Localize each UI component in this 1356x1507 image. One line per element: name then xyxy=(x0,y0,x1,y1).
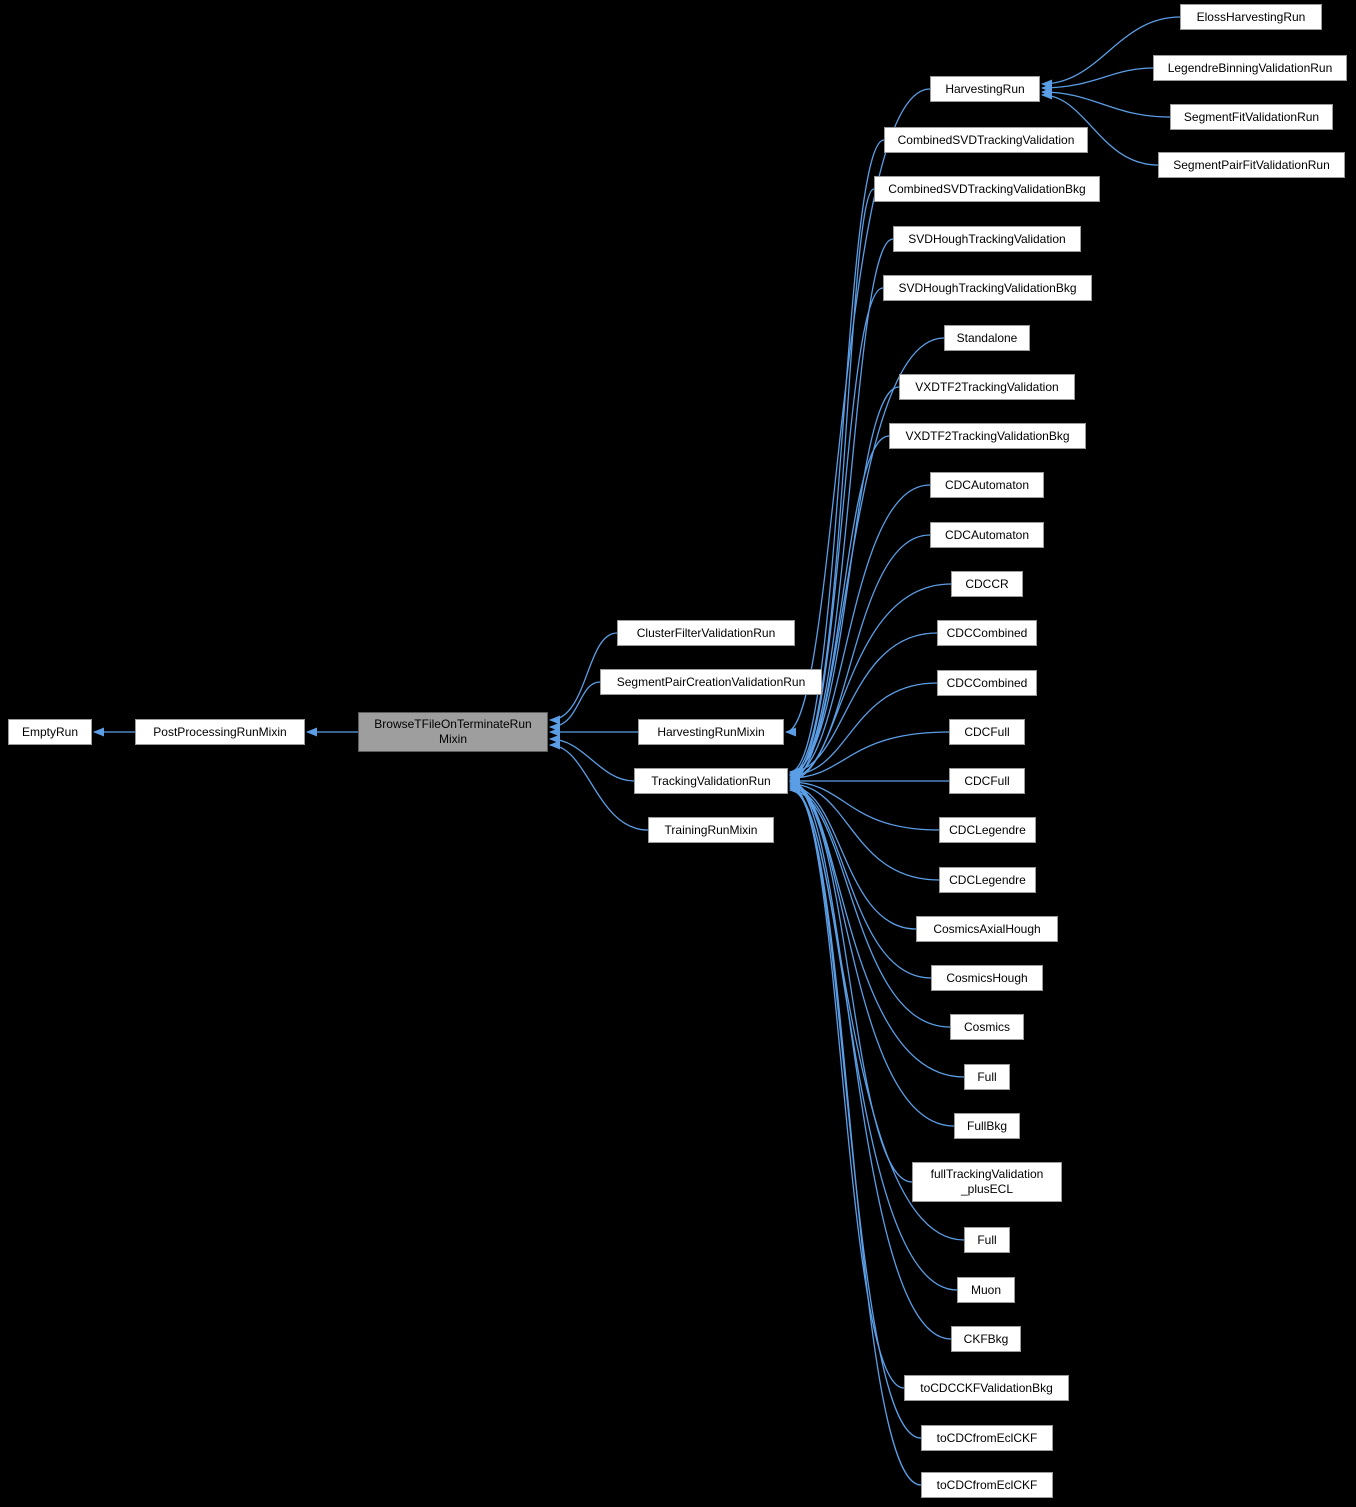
node-emptyrun[interactable]: EmptyRun xyxy=(8,719,92,745)
node-vxdtf2trackingvalidationbkg[interactable]: VXDTF2TrackingValidationBkg xyxy=(889,423,1086,449)
node-clusterfiltervalidationrun[interactable]: ClusterFilterValidationRun xyxy=(617,620,795,646)
node-muon[interactable]: Muon xyxy=(957,1277,1015,1303)
node-cdccombined-1[interactable]: CDCCombined xyxy=(937,620,1037,646)
node-tocdcfromeclckf-1[interactable]: toCDCfromEclCKF xyxy=(921,1425,1053,1451)
node-label: fullTrackingValidation_plusECL xyxy=(930,1167,1044,1196)
node-cdcautomaton-2[interactable]: CDCAutomaton xyxy=(930,522,1044,548)
node-cdcautomaton-1[interactable]: CDCAutomaton xyxy=(930,472,1044,498)
node-trainingrunmixin[interactable]: TrainingRunMixin xyxy=(648,817,774,843)
node-tocdcfromeclckf-2[interactable]: toCDCfromEclCKF xyxy=(921,1472,1053,1498)
node-combinedsvdtrackingvalidationbkg[interactable]: CombinedSVDTrackingValidationBkg xyxy=(874,176,1100,202)
node-harvestingrunmixin[interactable]: HarvestingRunMixin xyxy=(638,719,784,745)
node-cdcfull-2[interactable]: CDCFull xyxy=(949,768,1025,794)
node-cdccombined-2[interactable]: CDCCombined xyxy=(937,670,1037,696)
node-vxdtf2trackingvalidation[interactable]: VXDTF2TrackingValidation xyxy=(899,374,1075,400)
node-cdccr[interactable]: CDCCR xyxy=(951,571,1023,597)
node-svdhoughtrackingvalidationbkg[interactable]: SVDHoughTrackingValidationBkg xyxy=(883,275,1092,301)
node-cdcfull-1[interactable]: CDCFull xyxy=(949,719,1025,745)
node-combinedsvdtrackingvalidation[interactable]: CombinedSVDTrackingValidation xyxy=(884,127,1088,153)
edges xyxy=(93,16,1181,1486)
node-segmentpairfitvalidationrun[interactable]: SegmentPairFitValidationRun xyxy=(1158,152,1345,178)
node-fullbkg[interactable]: FullBkg xyxy=(954,1113,1020,1139)
node-full-1[interactable]: Full xyxy=(964,1064,1010,1090)
node-fulltrackingvalidation-plusecl[interactable]: fullTrackingValidation_plusECL xyxy=(912,1162,1062,1202)
node-legendrebinningvalidationrun[interactable]: LegendreBinningValidationRun xyxy=(1153,55,1347,81)
node-postprocessingrunmixin[interactable]: PostProcessingRunMixin xyxy=(135,719,305,745)
node-cosmicsaxialhough[interactable]: CosmicsAxialHough xyxy=(916,916,1058,942)
node-elossharvestingrun[interactable]: ElossHarvestingRun xyxy=(1180,4,1322,30)
node-cosmics[interactable]: Cosmics xyxy=(950,1014,1024,1040)
node-cdclegendre-2[interactable]: CDCLegendre xyxy=(939,867,1036,893)
node-ckfbkg[interactable]: CKFBkg xyxy=(951,1326,1021,1352)
node-standalone[interactable]: Standalone xyxy=(944,325,1030,351)
node-cosmicshough[interactable]: CosmicsHough xyxy=(931,965,1043,991)
node-segmentfitvalidationrun[interactable]: SegmentFitValidationRun xyxy=(1170,104,1333,130)
node-cdclegendre-1[interactable]: CDCLegendre xyxy=(939,817,1036,843)
node-harvestingrun[interactable]: HarvestingRun xyxy=(930,76,1040,102)
node-tocdcckfvalidationbkg[interactable]: toCDCCKFValidationBkg xyxy=(904,1375,1069,1401)
node-trackingvalidationrun[interactable]: TrackingValidationRun xyxy=(634,768,788,794)
node-segmentpaircreationvalidationrun[interactable]: SegmentPairCreationValidationRun xyxy=(600,669,822,695)
node-full-2[interactable]: Full xyxy=(964,1227,1010,1253)
node-svdhoughtrackingvalidation[interactable]: SVDHoughTrackingValidation xyxy=(893,226,1081,252)
